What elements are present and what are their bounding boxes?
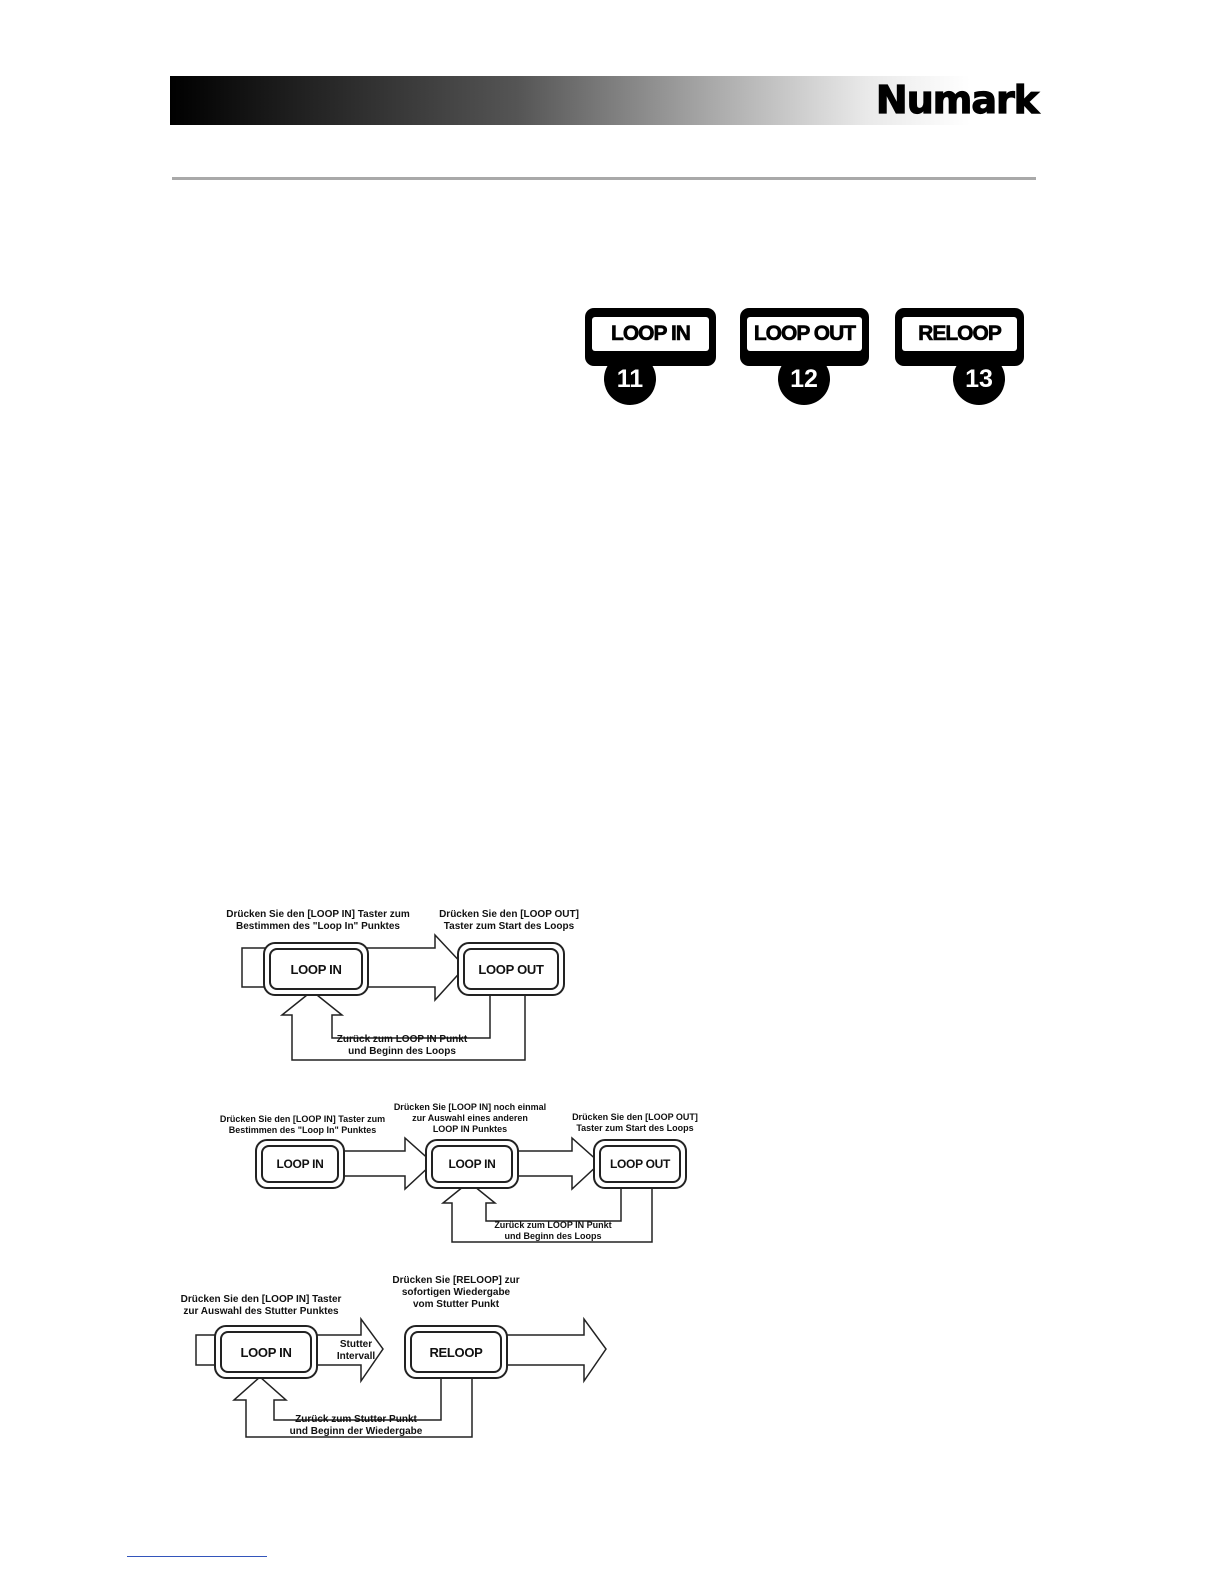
diagram1-return-label: Zurück zum LOOP IN Punkt und Beginn des … [336, 1034, 468, 1057]
loop-diagram-basic: Drücken Sie den [LOOP IN] Taster zum Bes… [226, 905, 579, 1065]
callout-13: 13 [953, 353, 1005, 405]
diagram2-loop-in-label-b: LOOP IN [431, 1145, 513, 1183]
brand-logo: Numark [875, 77, 1039, 122]
diagram2-caption-mid: Drücken Sie [LOOP IN] noch einmal zur Au… [393, 1102, 547, 1134]
diagram1-loop-in-button: LOOP IN [263, 942, 369, 996]
diagram3-reloop-label: RELOOP [410, 1331, 502, 1373]
diagram3-caption-mid: Drücken Sie [RELOOP] zur sofortigen Wied… [392, 1275, 520, 1310]
diagram3-caption-left: Drücken Sie den [LOOP IN] Taster zur Aus… [180, 1294, 342, 1317]
diagram1-caption-left: Drücken Sie den [LOOP IN] Taster zum Bes… [226, 909, 410, 932]
stutter-diagram: Drücken Sie den [LOOP IN] Taster zur Aus… [176, 1275, 616, 1445]
diagram2-loop-in-button-b: LOOP IN [425, 1139, 519, 1189]
diagram3-loop-in-button: LOOP IN [214, 1325, 318, 1379]
diagram3-interval-label: Stutter Intervall [336, 1339, 376, 1362]
reloop-label: RELOOP [902, 317, 1017, 351]
header-gradient-bar: Numark [170, 76, 1040, 125]
diagram2-caption-right: Drücken Sie den [LOOP OUT] Taster zum St… [572, 1112, 698, 1133]
diagram1-loop-out-button: LOOP OUT [457, 942, 565, 996]
diagram2-loop-out-button: LOOP OUT [593, 1139, 687, 1189]
diagram2-return-label: Zurück zum LOOP IN Punkt und Beginn des … [494, 1220, 612, 1241]
diagram2-loop-in-button-a: LOOP IN [255, 1139, 345, 1189]
header-divider [172, 177, 1036, 180]
loop-diagram-reset-arrows [339, 1136, 653, 1243]
diagram1-caption-right: Drücken Sie den [LOOP OUT] Taster zum St… [439, 909, 579, 932]
loop-in-button-graphic: LOOP IN [585, 308, 716, 366]
loop-out-label: LOOP OUT [747, 317, 862, 351]
loop-in-label: LOOP IN [592, 317, 709, 351]
diagram1-loop-in-label: LOOP IN [269, 948, 363, 990]
callout-12: 12 [778, 353, 830, 405]
diagram1-loop-out-label: LOOP OUT [463, 948, 559, 990]
diagram3-reloop-button: RELOOP [404, 1325, 508, 1379]
reloop-button-graphic: RELOOP [895, 308, 1024, 366]
footnote-divider [127, 1556, 267, 1557]
diagram2-loop-in-label-a: LOOP IN [261, 1145, 339, 1183]
diagram3-loop-in-label: LOOP IN [220, 1331, 312, 1373]
diagram3-return-label: Zurück zum Stutter Punkt und Beginn der … [289, 1414, 423, 1437]
loop-diagram-reset: Drücken Sie den [LOOP IN] Taster zum Bes… [215, 1100, 705, 1245]
diagram2-loop-out-label: LOOP OUT [599, 1145, 681, 1183]
callout-11: 11 [604, 353, 656, 405]
diagram2-caption-left: Drücken Sie den [LOOP IN] Taster zum Bes… [219, 1114, 386, 1135]
